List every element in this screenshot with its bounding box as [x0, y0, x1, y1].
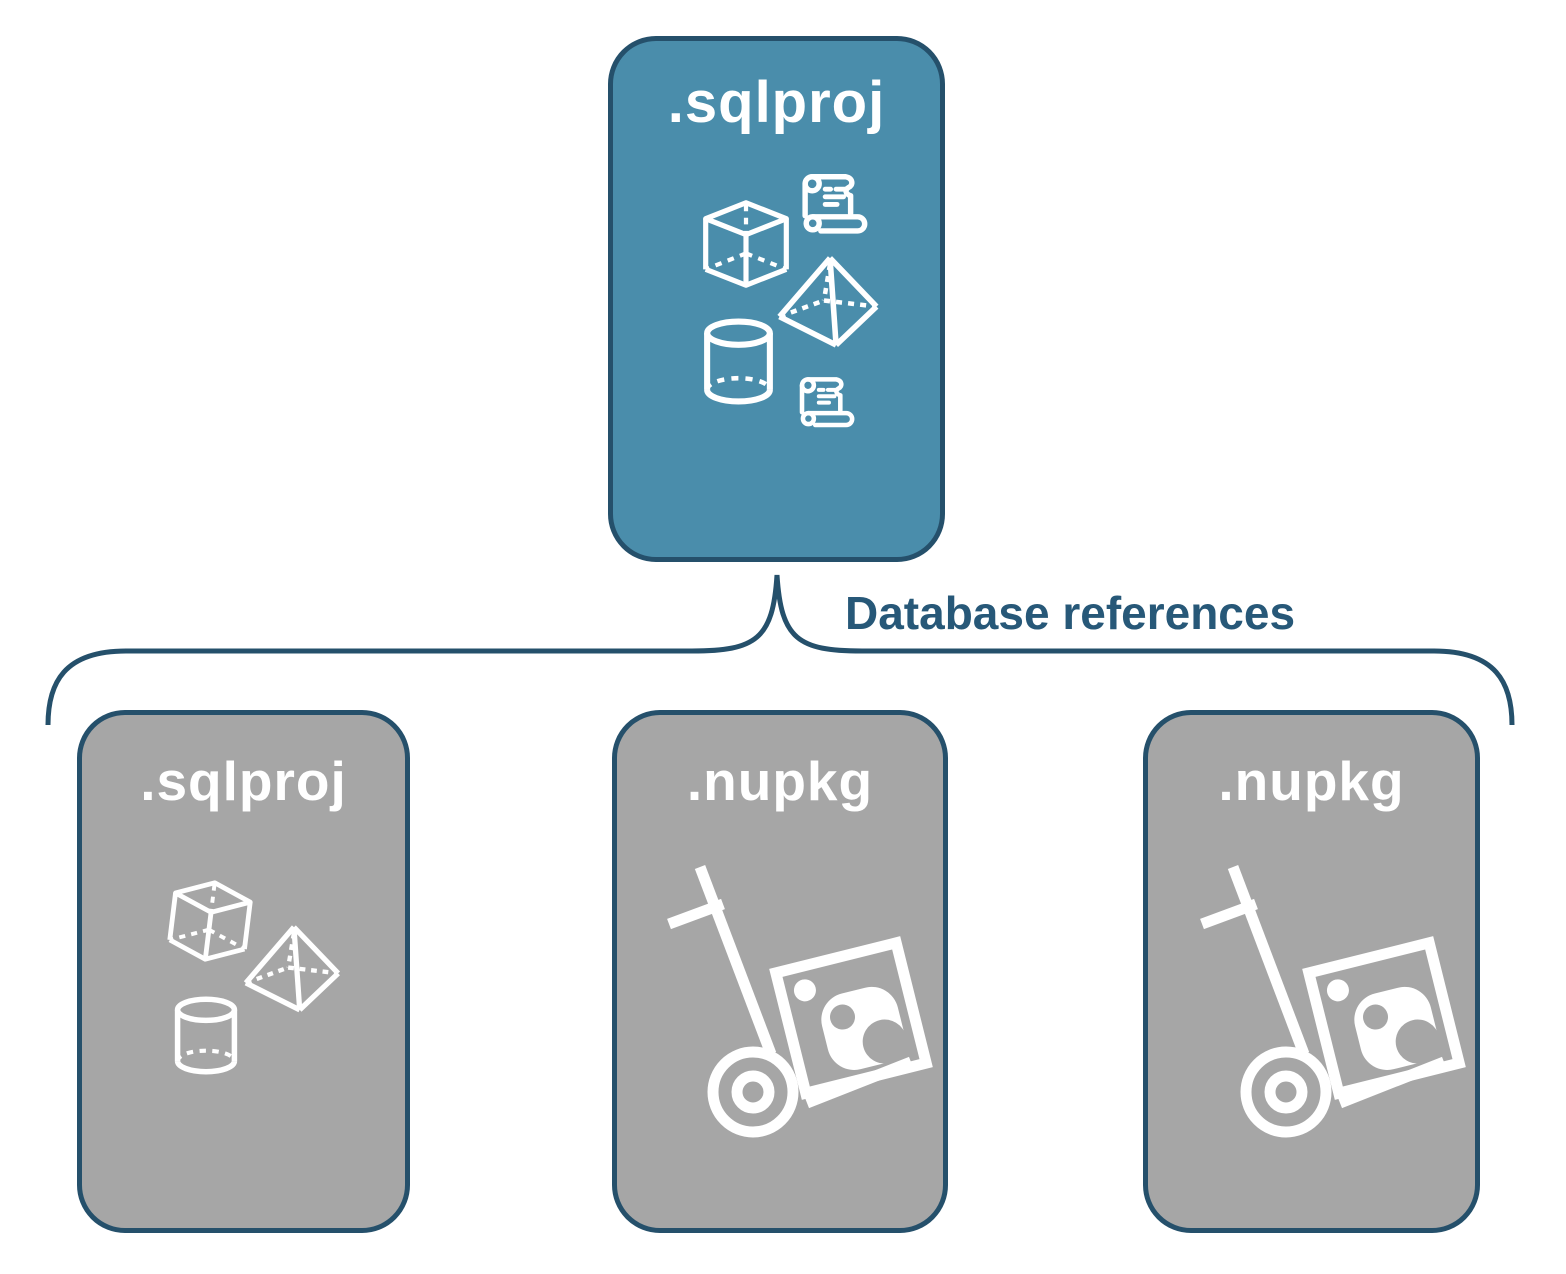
child-node-nupkg: .nupkg	[612, 710, 948, 1233]
pyramid-icon	[243, 925, 341, 1013]
root-node-label: .sqlproj	[667, 70, 886, 135]
root-node-sqlproj: .sqlproj	[608, 36, 945, 562]
cube-icon	[703, 200, 789, 288]
cube-icon	[167, 880, 253, 962]
child-node-nupkg: .nupkg	[1143, 710, 1480, 1233]
pyramid-icon	[777, 256, 879, 348]
nuget-hand-truck-icon	[1200, 865, 1466, 1138]
child-node-sqlproj: .sqlproj	[77, 710, 410, 1233]
child-node-label: .sqlproj	[140, 750, 347, 812]
curly-brace-connector	[45, 574, 1515, 726]
scroll-icon	[802, 174, 868, 234]
cylinder-icon	[174, 996, 238, 1075]
connector-label: Database references	[845, 587, 1296, 639]
child-node-label: .nupkg	[1218, 750, 1405, 812]
nuget-hand-truck-icon	[667, 865, 933, 1138]
cylinder-icon	[704, 318, 773, 405]
scroll-icon	[799, 377, 855, 428]
child-node-label: .nupkg	[686, 750, 874, 812]
